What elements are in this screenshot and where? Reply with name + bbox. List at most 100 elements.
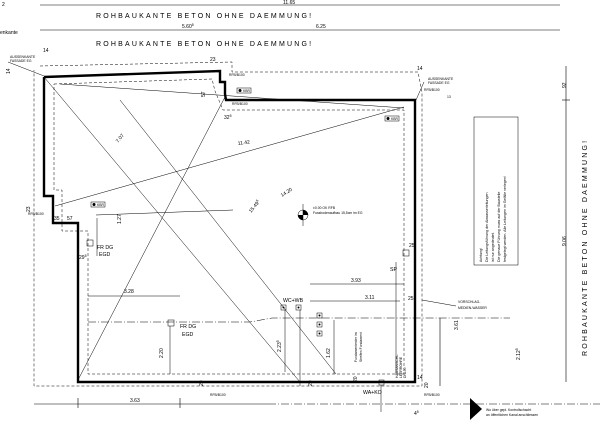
- diagonal-4: [54, 106, 405, 207]
- svg-text:Die genaue Führung muss auf de: Die genaue Führung muss auf der Baustell…: [497, 192, 501, 262]
- level-text-2: Fussbodenaufbau 15,5cm im EG: [313, 211, 363, 215]
- svg-text:KBR: KBR: [391, 117, 399, 121]
- dimension-20-d: 20: [424, 382, 430, 388]
- level-marker: [297, 204, 309, 226]
- dimension-328: 3.28: [124, 289, 134, 295]
- heading-rohbaukante-1: ROHBAUKANTE BETON OHNE DAEMMUNG!: [96, 13, 313, 20]
- floor-drain-1: [86, 239, 94, 247]
- dimension-92: 92: [562, 82, 568, 88]
- svg-text:ist nur angedeutet.: ist nur angedeutet.: [491, 232, 495, 262]
- dimension-20-b: 20: [308, 380, 314, 386]
- label-wc-wb: WC+WB: [283, 298, 304, 304]
- dimension-13: 13: [447, 95, 451, 99]
- dimension-4: 45: [414, 410, 419, 417]
- small-ref-3: RFB/B100: [424, 88, 440, 92]
- diagonal-1: [43, 76, 301, 383]
- leader-left: [7, 61, 45, 77]
- dimension-57-left: 57: [67, 216, 73, 222]
- dimension-707: 7.07: [115, 133, 126, 144]
- label-fassade-left-2: FASSADE EG: [10, 59, 32, 63]
- label-fassade-right-1: AUSSENKANTE: [428, 77, 454, 81]
- small-ref-2: RFB/B100: [232, 102, 248, 106]
- dimension-20-a: 20: [199, 380, 205, 386]
- label-fundament-1: Fundamenterder im: [354, 332, 358, 362]
- dimension-20-c: 20: [353, 376, 359, 382]
- dimension-top-b: 6.25: [316, 24, 326, 30]
- svg-text:KBR: KBR: [243, 89, 251, 93]
- dimension-57: 57: [201, 91, 207, 97]
- dimension-14-right: 14: [417, 66, 423, 72]
- dimension-1142: 11.42: [237, 139, 250, 147]
- dimension-393: 3.93: [351, 278, 361, 284]
- svg-text:KBR: KBR: [97, 203, 105, 207]
- tag-kbr-3: KBR: [90, 201, 106, 208]
- label-fassade-right-2: FASSADE EG: [428, 81, 450, 85]
- label-fr-dg-1: FR DG: [97, 245, 113, 251]
- outer-wall: [42, 69, 417, 384]
- inner-outline: [53, 78, 405, 375]
- small-ref-6: RFB/B100: [424, 393, 440, 397]
- dimension-212: 2.125: [515, 348, 522, 360]
- dimension-23-left: 23: [26, 206, 32, 212]
- dimension-1420: 14.20: [280, 187, 294, 199]
- pipe-run-dashed: [88, 317, 510, 323]
- small-ref-5: RFB/B100: [210, 393, 226, 397]
- dimension-29: 295: [79, 254, 87, 261]
- label-fundament-2: Streifen Fundament: [359, 332, 363, 362]
- label-fr-dg-2: FR DG: [180, 324, 196, 330]
- top-fragment: 2: [2, 2, 5, 8]
- label-egd-2: EGD: [182, 332, 193, 338]
- label-vorschlag-1: VORSCHLAG-: [458, 300, 480, 304]
- dimension-127: 1.27: [117, 214, 123, 224]
- dimension-162: 1.62: [326, 348, 332, 358]
- dimension-25-right: 25: [409, 243, 415, 249]
- label-vorschlag-2: MEDIEN-WASSER: [458, 306, 487, 310]
- side-heading-rohbaukante: ROHBAUKANTE BETON OHNE DAEMMUNG!: [582, 139, 589, 356]
- left-edge-fragment: enkante: [0, 30, 18, 36]
- dimension-25-right-b: 25: [408, 296, 414, 302]
- dimension-14-right-bottom: 14: [417, 375, 423, 381]
- tag-kbr-1: KBR: [236, 87, 252, 94]
- label-anschluss-3: DN100: [403, 367, 407, 378]
- label-anschluss-1: HAUSANSCHL.: [395, 354, 399, 378]
- label-anschluss-2: LEERROHRE: [399, 356, 403, 378]
- facade-outline: [33, 61, 423, 387]
- dimension-14-left-b: 14: [6, 68, 12, 74]
- small-ref-4: RFB/B100: [28, 212, 44, 216]
- dimension-32: 325: [224, 114, 232, 121]
- note-box-text: Achtung! Die Leitungsführung der Abwasse…: [479, 176, 507, 262]
- dimension-361: 3.61: [454, 320, 460, 330]
- svg-text:festgelegt werden. Alle Leitun: festgelegt werden. Alle Leitungen im Gef…: [503, 176, 507, 262]
- footer-note-1: Wo über gepl. Kontrollschacht: [486, 408, 531, 412]
- label-fassade-left-1: AUSSENKANTE: [10, 55, 36, 59]
- leader-right: [415, 81, 425, 101]
- leader-vorschlag: [421, 299, 457, 307]
- level-text-1: ±0.00 OK RFB: [313, 206, 336, 210]
- floor-drain-right: [402, 249, 410, 257]
- tag-kbr-2: KBR: [384, 115, 400, 122]
- dimension-363: 3.63: [130, 398, 140, 404]
- label-wa-ko: WA+KO: [363, 390, 382, 396]
- top-cut-dimension: 11.65: [283, 0, 295, 6]
- diagonal-2: [77, 94, 227, 381]
- dimension-23-top: 23: [210, 57, 216, 63]
- dimension-220: 2.20: [159, 348, 165, 358]
- label-egd-1: EGD: [99, 252, 110, 258]
- small-ref-1: RFB/B100: [229, 73, 245, 77]
- fixture-wb: [295, 304, 302, 311]
- sewer-arrow-icon: [470, 398, 482, 420]
- dimension-35: 35: [54, 216, 60, 222]
- dimension-1549: 15.495: [247, 199, 262, 215]
- fixture-wc: [280, 304, 287, 311]
- fixture-wa: [378, 379, 385, 386]
- pipe-riser-cluster: [316, 312, 323, 337]
- label-sp: SP: [390, 267, 397, 273]
- heading-rohbaukante-2: ROHBAUKANTE BETON OHNE DAEMMUNG!: [96, 41, 313, 48]
- dimension-223: 2.235: [276, 340, 283, 352]
- diagonal-6: [95, 209, 234, 216]
- footer-note-2: an öffentlichen Kanal anschliessen: [486, 413, 538, 417]
- floor-drain-2: [167, 319, 175, 327]
- dimension-14-left: 14: [43, 48, 49, 54]
- svg-text:Die Leitungsführung der Abwass: Die Leitungsführung der Abwasserleitunge…: [485, 192, 489, 262]
